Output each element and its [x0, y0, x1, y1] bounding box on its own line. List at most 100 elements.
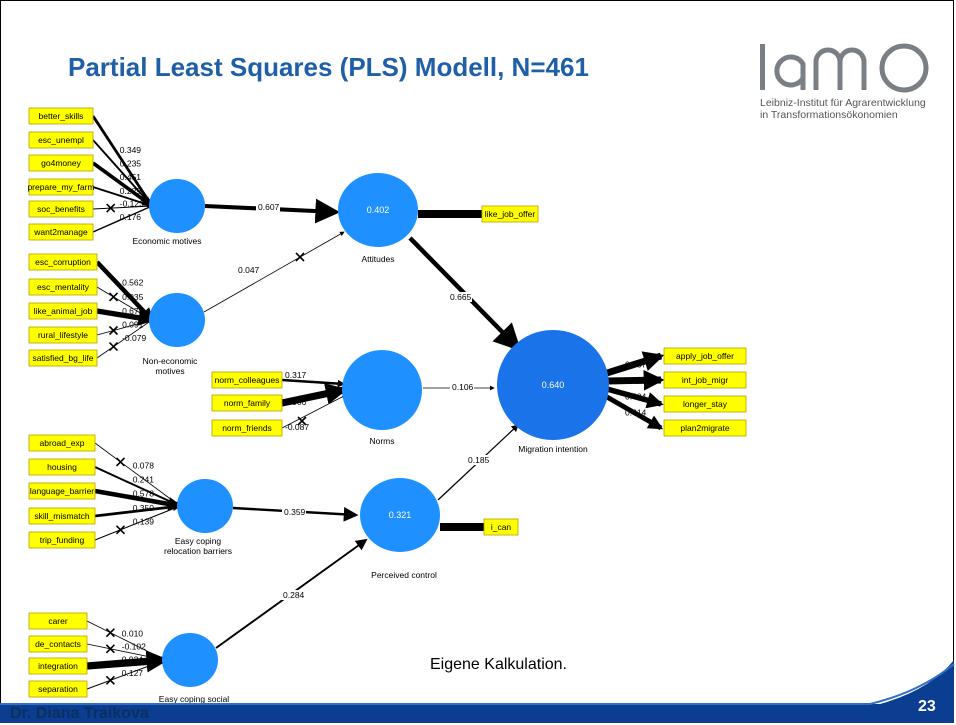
loading-arrow [281, 395, 345, 429]
indicator-box [481, 205, 539, 223]
loading-value: -0.079 [122, 333, 146, 343]
indicator-box [28, 612, 88, 630]
not-significant-mark [105, 644, 115, 654]
indicator-box [28, 278, 98, 296]
loading-value: 1.000 [461, 522, 483, 532]
indicator-label: norm_colleagues [215, 375, 280, 385]
indicator-box [28, 507, 96, 525]
indicator-label: housing [47, 462, 77, 472]
loading-value: 0.078 [133, 460, 155, 470]
construct-label: Economic motives [133, 236, 202, 246]
path-coefficient: 0.284 [283, 590, 305, 600]
construct-social [162, 633, 218, 687]
indicator-box [28, 178, 94, 196]
indicator-label: norm_friends [222, 423, 272, 433]
loading-value: -0.087 [285, 422, 309, 432]
loading-value: 1.000 [459, 209, 481, 219]
indicator-label: longer_stay [683, 399, 728, 409]
iamo-logo [760, 43, 929, 93]
indicator-label: esc_corruption [35, 257, 91, 267]
indicator-label: skill_mismatch [34, 511, 90, 521]
path-arrow [203, 231, 345, 313]
loading-arrow [92, 204, 153, 210]
loading-value: 0.010 [122, 628, 144, 638]
construct-label: relocation barriers [164, 546, 232, 556]
not-significant-mark [106, 203, 116, 213]
loading-arrow [94, 488, 183, 511]
loading-value: 0.241 [133, 474, 155, 484]
logo-subtitle: Leibniz-Institut für Agrarentwicklung in… [760, 97, 926, 121]
construct-relocation [177, 479, 233, 533]
indicator-label: norm_family [224, 398, 271, 408]
path-coefficient: 0.106 [452, 382, 474, 392]
loading-value: 0.924 [122, 654, 144, 664]
loading-value: -0.123 [120, 199, 144, 209]
loading-value: 0.857 [625, 360, 647, 370]
loading-value: 0.139 [133, 517, 155, 527]
loading-value: 0.035 [122, 292, 144, 302]
not-significant-mark [105, 675, 115, 685]
path-coefficient: 0.185 [468, 455, 490, 465]
construct-economic [149, 179, 205, 233]
slide-title: Partial Least Squares (PLS) Modell, N=46… [68, 52, 589, 82]
indicator-label: int_job_migr [682, 375, 728, 385]
loading-value: 0.176 [120, 212, 142, 222]
indicator-label: separation [38, 684, 78, 694]
loading-value: 0.562 [122, 277, 144, 287]
indicator-label: trip_funding [40, 535, 85, 545]
loading-value: 0.906 [285, 397, 307, 407]
r-squared-value: 0.402 [367, 205, 390, 215]
indicator-label: want2manage [33, 227, 88, 237]
indicator-box [28, 458, 96, 476]
logo-subtitle-line2: in Transformationsökonomien [760, 109, 898, 121]
loading-value: 0.235 [120, 159, 142, 169]
indicator-label: like_job_offer [485, 209, 536, 219]
loading-value: 0.675 [122, 306, 144, 316]
indicator-label: de_contacts [35, 639, 81, 649]
path-coef-bg [466, 455, 490, 465]
indicator-box [663, 395, 747, 413]
indicator-label: language_barrier [30, 486, 94, 496]
construct-label: Migration intention [518, 444, 588, 454]
construct-label: Easy coping social [159, 694, 230, 704]
not-significant-mark [115, 525, 126, 535]
construct-label: Easy coping [175, 536, 222, 546]
indicator-label: better_skills [39, 111, 84, 121]
indicator-box [28, 635, 88, 653]
indicator-label: integration [38, 661, 78, 671]
loading-value: 0.350 [133, 503, 155, 513]
loading-arrow [96, 319, 153, 336]
path-coef-bg [281, 590, 305, 600]
not-significant-mark [295, 252, 305, 262]
path-coef-bg [236, 265, 260, 275]
not-significant-mark [108, 342, 119, 352]
loading-arrow [606, 369, 665, 391]
not-significant-mark [105, 628, 115, 638]
path-coefficient: 0.359 [284, 507, 306, 517]
indicator-label: carer [48, 616, 68, 626]
loading-arrow [605, 351, 665, 377]
loading-value: 0.229 [120, 186, 142, 196]
indicator-box [663, 347, 747, 365]
path-coef-bg [450, 382, 474, 392]
construct-attitudes [338, 173, 418, 247]
loading-value: 0.317 [285, 370, 307, 380]
indicator-box [28, 154, 94, 172]
not-significant-mark [115, 457, 126, 467]
indicator-box [28, 349, 98, 367]
indicator-box [28, 531, 96, 549]
loading-value: 0.127 [122, 668, 144, 678]
indicator-box [211, 371, 283, 389]
indicator-box [28, 482, 96, 500]
path-coefficient: 0.047 [238, 265, 260, 275]
construct-migration [497, 330, 609, 440]
indicator-label: abroad_exp [40, 438, 85, 448]
indicator-label: prepare_my_farm [27, 182, 94, 192]
loading-value: 0.349 [120, 145, 142, 155]
indicator-label: esc_unempl [38, 135, 84, 145]
indicator-label: plan2migrate [680, 423, 729, 433]
path-coefficient: 0.607 [258, 202, 280, 212]
indicator-label: go4money [41, 158, 81, 168]
loading-value: 0.865 [625, 376, 647, 386]
